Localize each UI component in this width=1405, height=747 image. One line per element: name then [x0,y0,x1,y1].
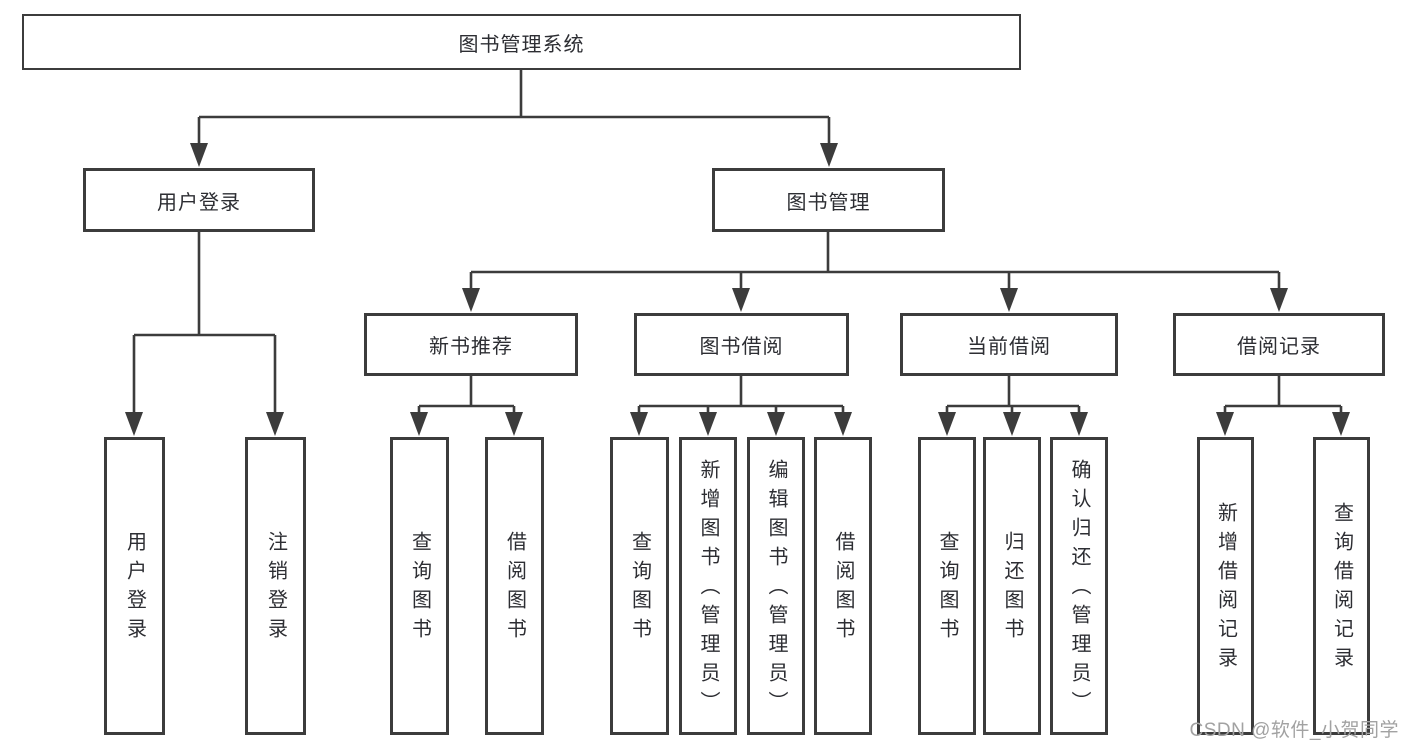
arrowhead [410,412,428,436]
leaf-cb-query-books: 查询图书 [918,437,976,735]
node-book-borrow: 图书借阅 [634,313,849,376]
arrowhead [1216,412,1234,436]
arrowhead [125,412,143,436]
arrowhead [834,412,852,436]
node-borrow-records: 借阅记录 [1173,313,1385,376]
arrowhead [266,412,284,436]
node-book-management: 图书管理 [712,168,945,232]
node-current-borrow: 当前借阅 [900,313,1118,376]
leaf-cb-confirm-return-admin: 确认归还（管理员） [1050,437,1108,735]
arrowhead [1000,288,1018,312]
leaf-user-login: 用户登录 [104,437,165,735]
connector-borrowrecords-to-leaves [1216,376,1350,436]
arrowhead [190,143,208,167]
arrowhead [1003,412,1021,436]
arrowhead [1270,288,1288,312]
leaf-nbr-borrow-books: 借阅图书 [485,437,544,735]
node-user-login: 用户登录 [83,168,315,232]
connector-newbookrec-to-leaves [410,376,523,436]
connector-currentborrow-to-leaves [938,376,1088,436]
leaf-br-add-record: 新增借阅记录 [1197,437,1254,735]
arrowhead [630,412,648,436]
arrowhead [1070,412,1088,436]
node-library-management-system: 图书管理系统 [22,14,1021,70]
arrowhead [820,143,838,167]
leaf-cb-return-books: 归还图书 [983,437,1041,735]
connector-root-to-level2 [190,70,838,167]
arrowhead [767,412,785,436]
arrowhead [1332,412,1350,436]
leaf-bb-edit-books-admin: 编辑图书（管理员） [747,437,805,735]
leaf-bb-add-books-admin: 新增图书（管理员） [679,437,737,735]
leaf-bb-borrow-books: 借阅图书 [814,437,872,735]
arrowhead [699,412,717,436]
connector-userlogin-to-leaves [125,232,284,436]
leaf-nbr-query-books: 查询图书 [390,437,449,735]
leaf-logout-login: 注销登录 [245,437,306,735]
arrowhead [732,288,750,312]
csdn-watermark: CSDN @软件_小贺同学 [1189,720,1399,741]
connector-bookmgmt-to-level3 [462,232,1288,312]
leaf-bb-query-books: 查询图书 [610,437,669,735]
arrowhead [462,288,480,312]
arrowhead [938,412,956,436]
arrowhead [505,412,523,436]
node-new-book-recommend: 新书推荐 [364,313,578,376]
leaf-br-query-record: 查询借阅记录 [1313,437,1370,735]
connector-bookborrow-to-leaves [630,376,852,436]
